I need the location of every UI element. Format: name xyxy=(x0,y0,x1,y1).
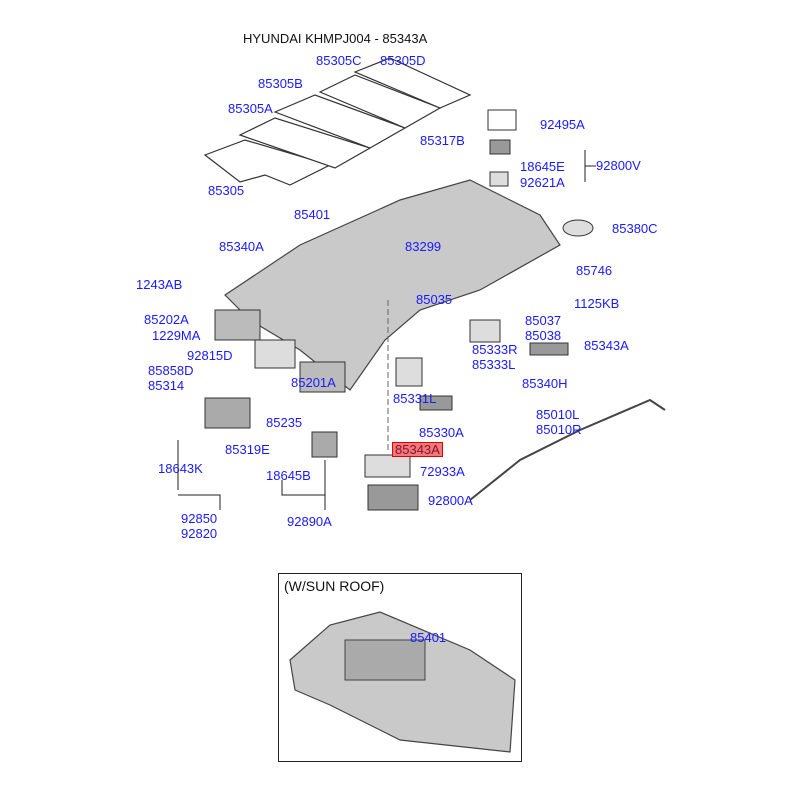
part-label[interactable]: 85305 xyxy=(208,183,245,198)
part-label[interactable]: 85319E xyxy=(225,442,270,457)
part-label[interactable]: 85340H xyxy=(522,376,568,391)
part-label[interactable]: 18645E xyxy=(520,159,565,174)
part-label[interactable]: 85201A xyxy=(291,375,336,390)
inset-title: (W/SUN ROOF) xyxy=(284,578,385,594)
sunroof-inset-box xyxy=(278,573,522,762)
part-label[interactable]: 92815D xyxy=(187,348,233,363)
part-label[interactable]: 92800V xyxy=(596,158,641,173)
part-label[interactable]: 92621A xyxy=(520,175,565,190)
part-label[interactable]: 85380C xyxy=(612,221,658,236)
part-label[interactable]: 85038 xyxy=(525,328,562,343)
part-label[interactable]: 85010R xyxy=(536,422,582,437)
part-label[interactable]: 85343A xyxy=(584,338,629,353)
part-label[interactable]: 92800A xyxy=(428,493,473,508)
part-label[interactable]: 85235 xyxy=(266,415,303,430)
part-label[interactable]: 92820 xyxy=(181,526,218,541)
diagram-title: HYUNDAI KHMPJ004 - 85343A xyxy=(243,31,428,46)
part-label[interactable]: 18643K xyxy=(158,461,203,476)
part-label[interactable]: 85317B xyxy=(420,133,465,148)
headliner xyxy=(224,179,561,391)
part-label[interactable]: 85314 xyxy=(148,378,185,393)
part-label[interactable]: 1125KB xyxy=(574,296,620,311)
part-label[interactable]: 85305C xyxy=(316,53,362,68)
part-label[interactable]: 85035 xyxy=(416,292,453,307)
highlighted-part-label[interactable]: 85343A xyxy=(392,442,443,457)
inset-part-label[interactable]: 85401 xyxy=(410,630,447,645)
part-label[interactable]: 85858D xyxy=(148,363,194,378)
sunroof-panel-85305 xyxy=(203,139,332,186)
part-label[interactable]: 85305D xyxy=(380,53,426,68)
part-label[interactable]: 85305B xyxy=(258,76,303,91)
part-label[interactable]: 85037 xyxy=(525,313,562,328)
part-label[interactable]: 1243AB xyxy=(136,277,183,292)
part-label[interactable]: 92890A xyxy=(287,514,332,529)
part-label[interactable]: 85305A xyxy=(228,101,273,116)
part-label[interactable]: 83299 xyxy=(405,239,442,254)
part-label[interactable]: 85333R xyxy=(472,342,518,357)
part-label[interactable]: 85330A xyxy=(419,425,464,440)
part-label[interactable]: 85340A xyxy=(219,239,264,254)
part-label[interactable]: 85333L xyxy=(472,357,516,372)
part-label[interactable]: 85202A xyxy=(144,312,189,327)
part-label[interactable]: 18645B xyxy=(266,468,311,483)
part-label[interactable]: 72933A xyxy=(420,464,465,479)
part-label[interactable]: 85746 xyxy=(576,263,613,278)
part-label[interactable]: 92850 xyxy=(181,511,218,526)
part-label[interactable]: 85331L xyxy=(393,391,437,406)
part-label[interactable]: 85010L xyxy=(536,407,580,422)
part-label[interactable]: 1229MA xyxy=(152,328,201,343)
part-label[interactable]: 85401 xyxy=(294,207,331,222)
sunroof-panel-85305d xyxy=(353,57,472,109)
part-label[interactable]: 92495A xyxy=(540,117,585,132)
